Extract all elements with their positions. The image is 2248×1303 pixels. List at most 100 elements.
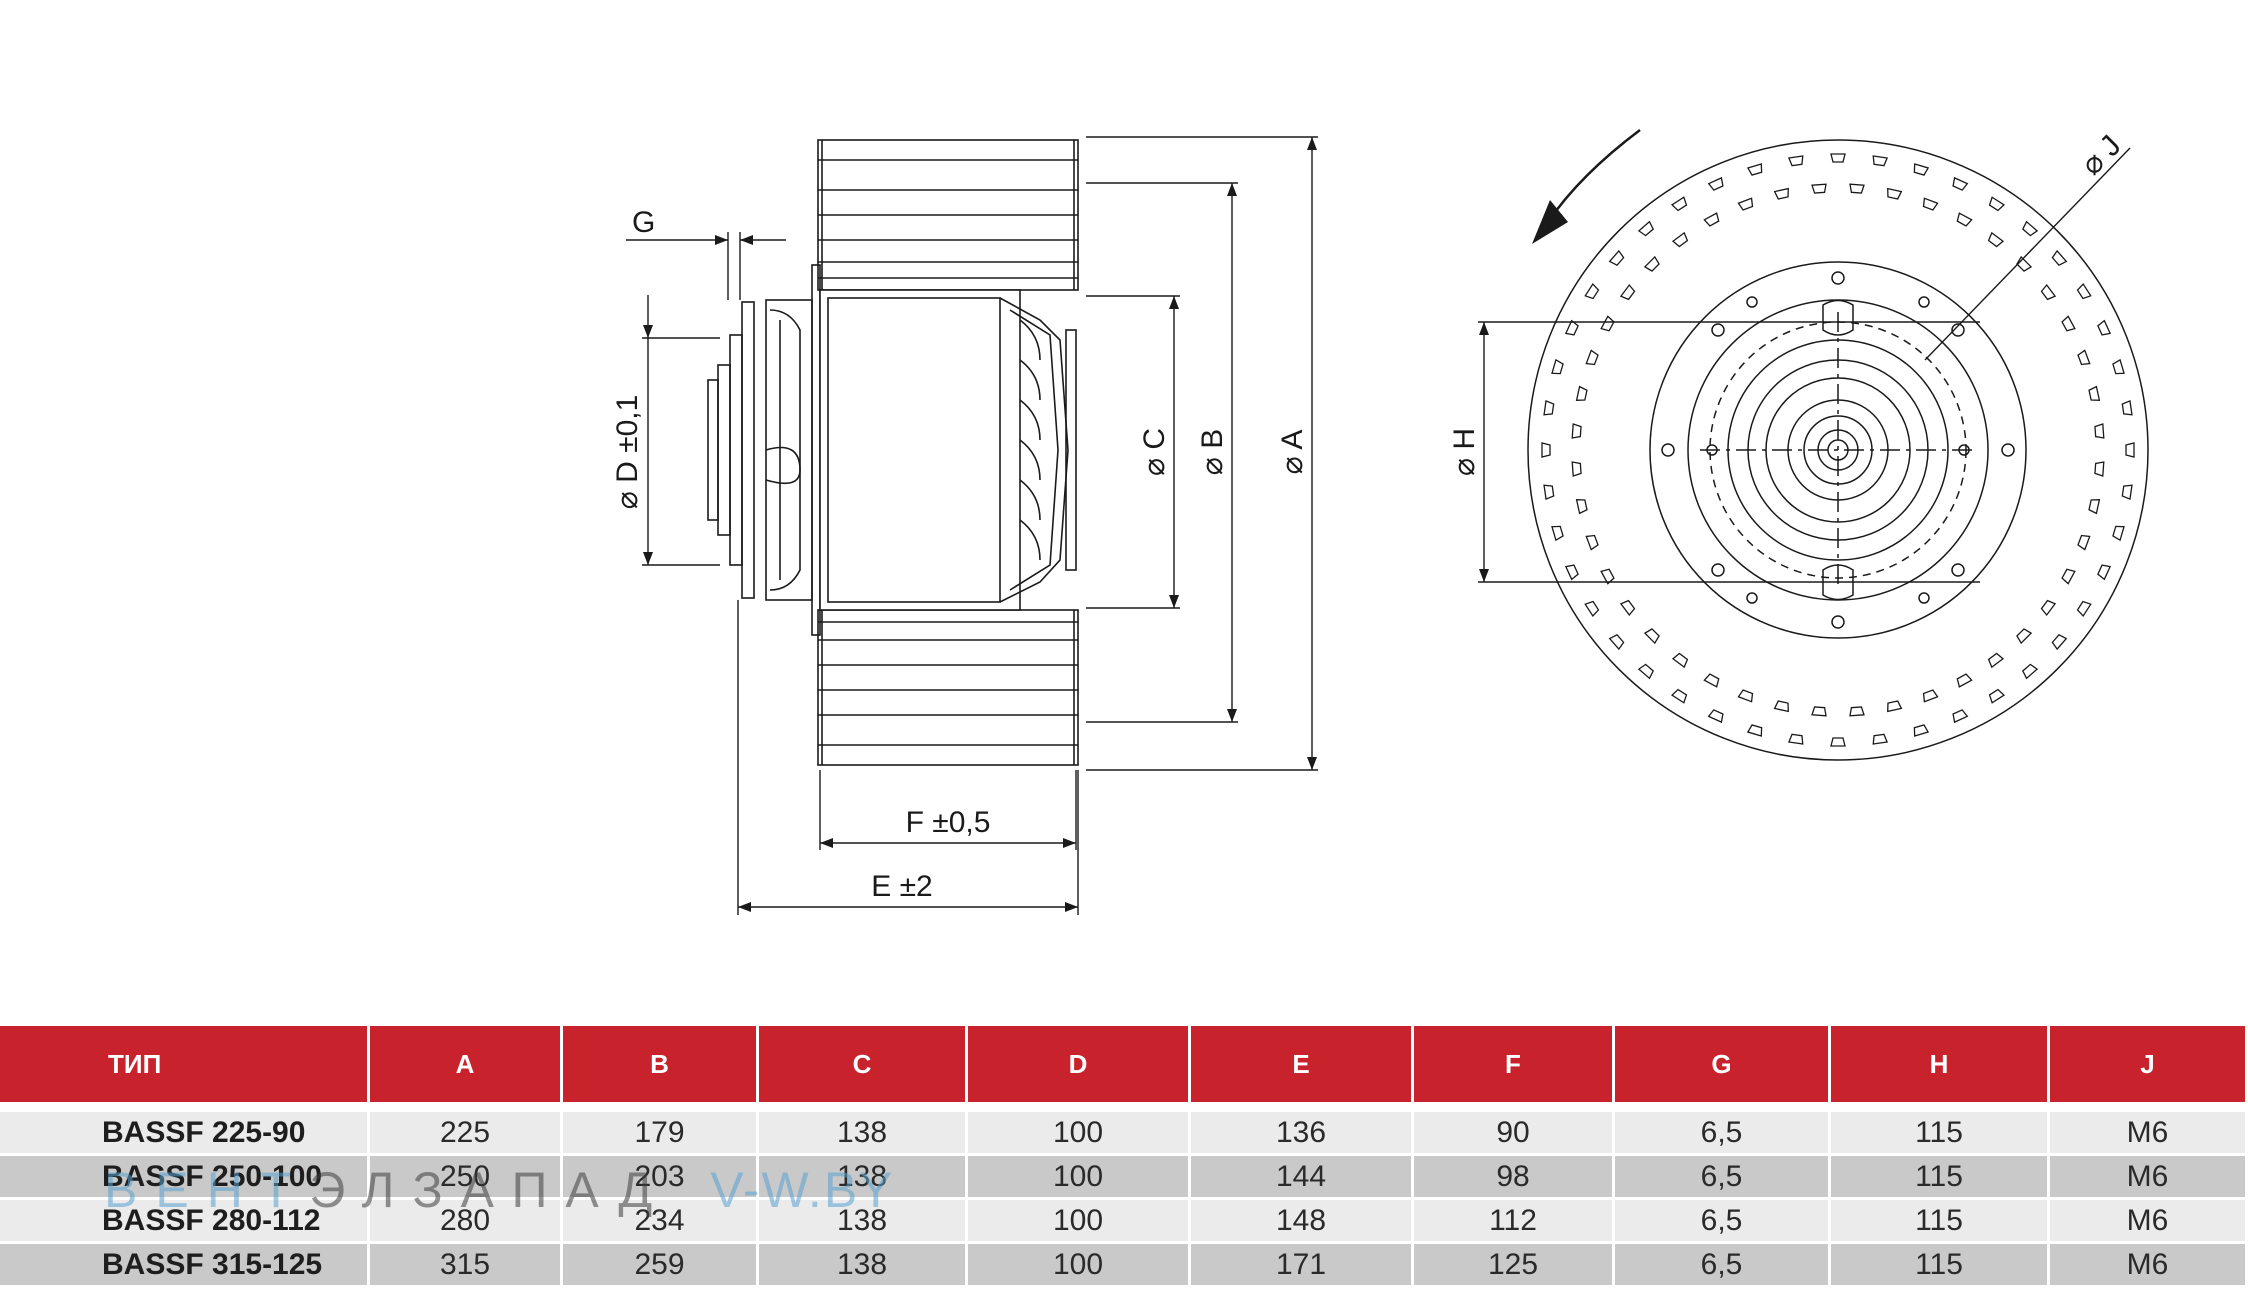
blade-slot [1707, 176, 1724, 191]
blade-slot [1564, 564, 1579, 581]
blade-slot [1671, 652, 1689, 669]
blade-slot [1600, 315, 1615, 332]
cell-b: 179 [563, 1112, 759, 1156]
table-row: BASSF 225-90 225 179 138 100 136 90 6,5 … [0, 1112, 2248, 1156]
header-e: E [1191, 1026, 1414, 1102]
cell-c: 138 [759, 1244, 968, 1288]
blade-slot [1787, 733, 1804, 745]
blade-slot [2112, 358, 2125, 375]
table-row: BASSF 280-112 280 234 138 100 148 112 6,… [0, 1200, 2248, 1244]
blade-slot [2016, 255, 2033, 272]
dim-label-g: G [632, 206, 655, 239]
blade-slot [2040, 283, 2057, 301]
cell-b: 259 [563, 1244, 759, 1288]
blade-slot [1703, 673, 1720, 688]
blade-slot [1637, 220, 1655, 237]
header-b: B [563, 1026, 759, 1102]
cell-e: 136 [1191, 1112, 1414, 1156]
header-g: G [1615, 1026, 1831, 1102]
blade-slot [2094, 461, 2105, 477]
blade-slot [1746, 163, 1763, 176]
blade-slot [1811, 706, 1827, 717]
blade-slot [1830, 153, 1846, 163]
cell-g: 6,5 [1615, 1200, 1831, 1244]
front-view [1527, 139, 2149, 761]
cell-h: 115 [1831, 1200, 2050, 1244]
blade-slot [1670, 196, 1688, 212]
table-header-row: ТИП A B C D E F G H J [0, 1026, 2248, 1102]
header-d: D [968, 1026, 1191, 1102]
cell-d: 100 [968, 1156, 1191, 1200]
blade-slot [1543, 484, 1555, 501]
dim-label-b: ⌀ B [1196, 429, 1229, 475]
blade-slot [1987, 652, 2005, 669]
cell-f: 90 [1414, 1112, 1615, 1156]
cell-c: 138 [759, 1200, 968, 1244]
cell-h: 115 [1831, 1244, 2050, 1288]
blade-slot [2016, 628, 2033, 645]
cell-j: M6 [2050, 1112, 2248, 1156]
blade-slot [1987, 231, 2005, 248]
blade-slot [2094, 423, 2105, 439]
cell-b: 234 [563, 1200, 759, 1244]
blade-slot [1872, 155, 1889, 167]
blade-slot [1913, 163, 1930, 176]
blade-slot [1849, 183, 1865, 194]
blade-slot [2097, 319, 2112, 336]
blade-slot [1585, 534, 1599, 551]
dim-label-c: ⌀ C [1138, 428, 1171, 476]
blade-slot [2051, 249, 2068, 267]
cell-d: 100 [968, 1112, 1191, 1156]
blade-slot [1952, 709, 1969, 724]
blade-slot [1608, 249, 1625, 267]
blade-slot [1584, 600, 1600, 618]
blade-slot [1830, 737, 1846, 747]
header-f: F [1414, 1026, 1615, 1102]
blade-slot [2076, 282, 2092, 300]
blade-slot [1737, 197, 1754, 211]
blade-slot [2021, 220, 2039, 237]
blade-slot [1737, 689, 1754, 703]
dim-label-e: E ±2 [871, 870, 933, 903]
table-row: BASSF 250-100 250 203 138 100 144 98 6,5… [0, 1156, 2248, 1200]
blade-slot [2088, 385, 2101, 401]
blade-slot [1988, 196, 2006, 212]
cell-j: M6 [2050, 1200, 2248, 1244]
blade-slot [2125, 442, 2135, 458]
blade-slot [2077, 349, 2091, 366]
blade-slot [1746, 724, 1763, 737]
blade-slot [1913, 724, 1930, 737]
cell-f: 112 [1414, 1200, 1615, 1244]
cell-h: 115 [1831, 1112, 2050, 1156]
dim-label-f: F ±0,5 [906, 806, 991, 839]
blade-slot [1956, 673, 1973, 688]
header-c: C [759, 1026, 968, 1102]
blade-slot [1600, 568, 1615, 585]
header-h: H [1831, 1026, 2050, 1102]
blade-slot [1670, 688, 1688, 704]
header-a: A [370, 1026, 563, 1102]
cell-a: 225 [370, 1112, 563, 1156]
blade-slot [1887, 187, 1903, 200]
blade-slot [2040, 599, 2057, 617]
cell-type: BASSF 280-112 [0, 1200, 370, 1244]
blade-slot [1887, 700, 1903, 713]
dimension-arrows [643, 137, 1489, 912]
dim-label-j: ⌀ J [2075, 129, 2128, 182]
blade-slot [2121, 484, 2133, 501]
blade-slot [1707, 709, 1724, 724]
blade-slot [2121, 399, 2133, 416]
blade-slot [2021, 663, 2039, 680]
blade-slot [2076, 600, 2092, 618]
cell-f: 98 [1414, 1156, 1615, 1200]
blade-slot [1671, 231, 1689, 248]
cell-c: 138 [759, 1156, 968, 1200]
blade-slot [1773, 700, 1789, 713]
cell-e: 144 [1191, 1156, 1414, 1200]
dim-label-a: ⌀ A [1276, 430, 1309, 475]
blade-slot [1787, 155, 1804, 167]
blade-slot [1643, 255, 1660, 272]
blade-slot [2077, 534, 2091, 551]
dim-label-h: ⌀ H [1448, 428, 1481, 476]
blade-slot [2051, 633, 2068, 651]
